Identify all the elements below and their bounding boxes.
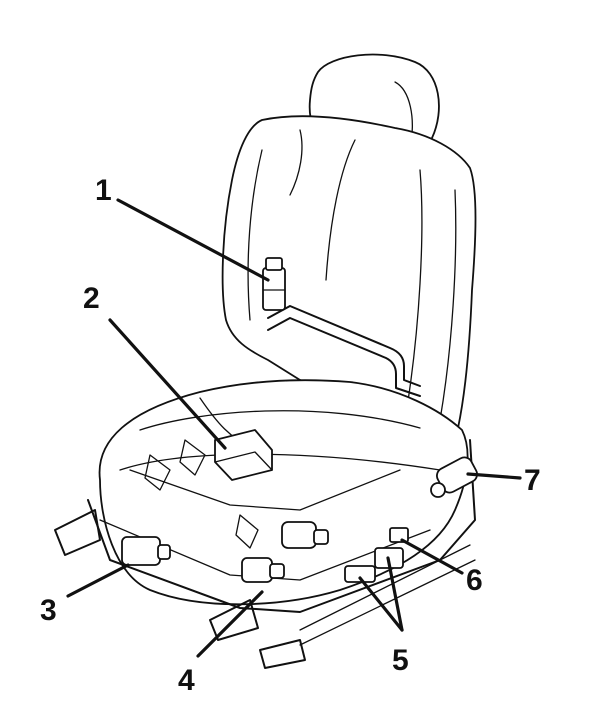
slide-motor [121,536,171,566]
callout-4: 4 [178,664,195,697]
leader-6 [400,538,464,575]
lumbar-actuator [262,257,286,311]
rear-height-motor [281,521,329,549]
callout-3: 3 [40,594,57,627]
seat-back [221,115,477,441]
leader-2 [108,318,227,450]
front-height-motor [241,557,285,583]
callout-7: 7 [524,464,541,497]
leader-3 [66,563,130,598]
leader-4 [196,590,264,658]
leader-1 [116,198,270,282]
callout-1: 1 [95,174,112,207]
callout-6: 6 [466,564,483,597]
leader-5b [386,556,404,632]
leader-7 [466,472,522,480]
leader-5a [358,576,404,632]
callout-5: 5 [392,644,409,677]
control-unit [214,429,273,481]
callout-2: 2 [83,282,100,315]
lumbar-frame [267,305,421,397]
recline-motor [430,456,478,498]
leader-lines [66,198,522,658]
